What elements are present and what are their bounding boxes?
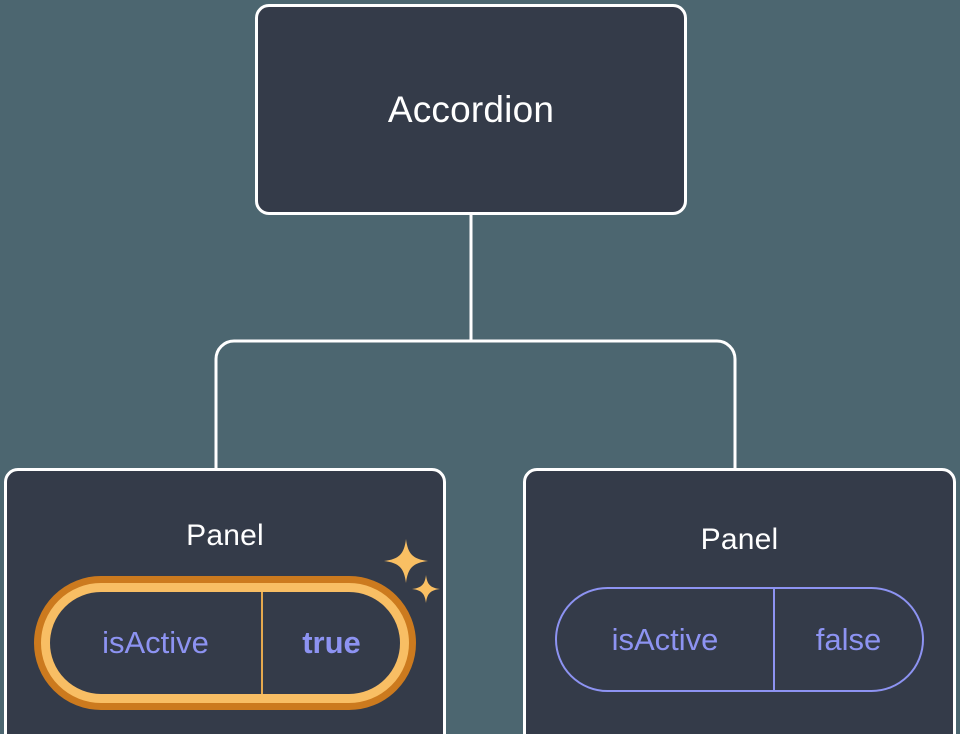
prop-pill-body: isActive true — [50, 592, 400, 694]
prop-value: false — [773, 589, 922, 690]
node-panel-inactive[interactable]: Panel isActive false — [523, 468, 956, 734]
prop-pill-glow-outer — [34, 576, 416, 710]
prop-pill-glow-inner — [41, 583, 409, 703]
node-panel-active[interactable]: Panel isActive true — [4, 468, 446, 734]
node-panel-active-title: Panel — [186, 519, 264, 552]
prop-key: isActive — [102, 625, 209, 660]
prop-value: true — [261, 592, 400, 694]
connector-branch-bus — [214, 339, 737, 470]
node-panel-inactive-title: Panel — [700, 523, 779, 556]
node-accordion-title: Accordion — [387, 89, 555, 130]
node-accordion[interactable]: Accordion — [255, 4, 687, 215]
prop-key: isActive — [611, 621, 719, 657]
prop-pill-isactive-true[interactable]: isActive true — [34, 576, 416, 710]
prop-pill-isactive-false[interactable]: isActive false — [555, 587, 924, 692]
